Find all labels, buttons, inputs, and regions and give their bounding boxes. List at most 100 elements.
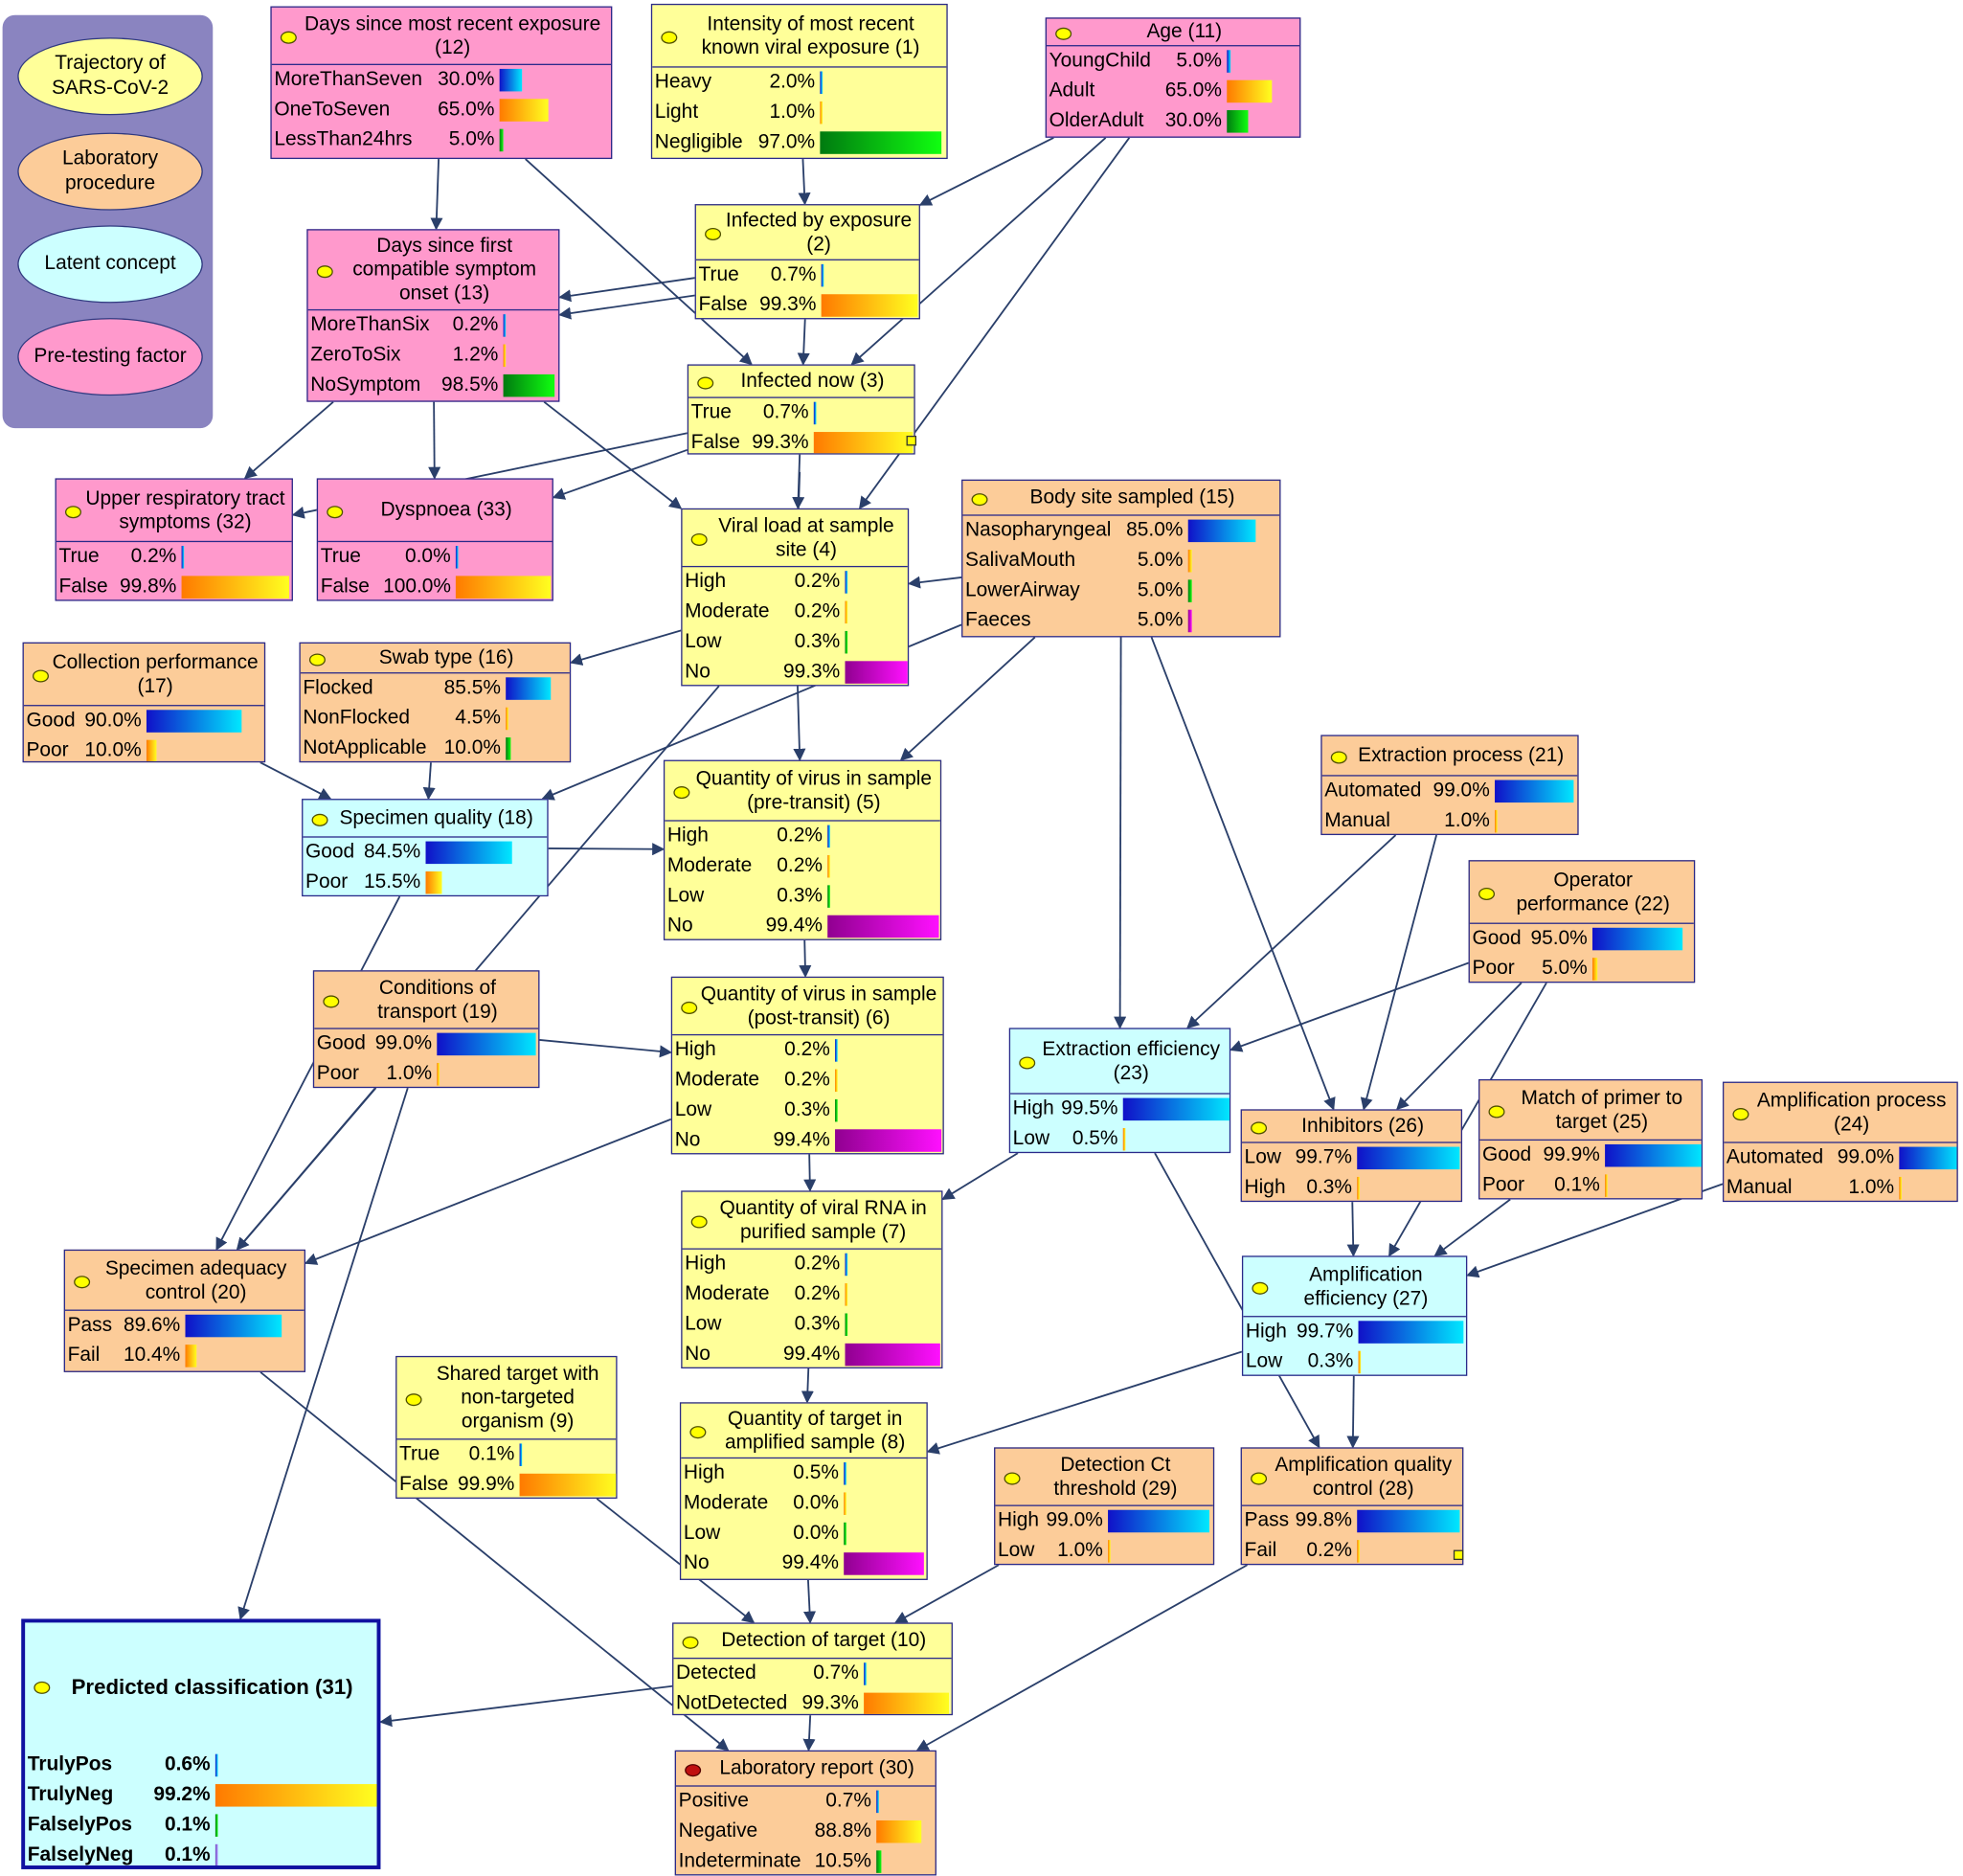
node-n5[interactable]: Quantity of virus in sample (pre-transit… bbox=[663, 759, 942, 940]
node-n6[interactable]: Quantity of virus in sample (post-transi… bbox=[670, 976, 944, 1155]
node-handle-icon bbox=[906, 435, 917, 446]
state-probability-bar bbox=[455, 546, 459, 569]
state-probability-bar bbox=[820, 71, 823, 95]
edge-n18-to-n20 bbox=[215, 895, 401, 1251]
node-state-indicator-icon bbox=[1488, 1104, 1505, 1118]
node-title-text: Days since most recent exposure (12) bbox=[304, 12, 601, 58]
node-title: Age (11) bbox=[1046, 19, 1300, 47]
node-n7[interactable]: Quantity of viral RNA in purified sample… bbox=[681, 1190, 943, 1368]
node-n9[interactable]: Shared target with non-targeted organism… bbox=[395, 1355, 618, 1499]
node-title: Detection of target (10) bbox=[673, 1624, 952, 1660]
edge-n22-to-n26 bbox=[1396, 982, 1523, 1111]
node-title-text: Amplification process (24) bbox=[1756, 1090, 1947, 1136]
state-percent: 99.4% bbox=[773, 1129, 830, 1151]
state-probability-bar bbox=[499, 128, 504, 152]
state-label: No bbox=[685, 661, 711, 683]
state-percent: 99.8% bbox=[120, 576, 177, 598]
state-label: Positive bbox=[678, 1790, 749, 1812]
edge-n23-to-n7 bbox=[941, 1152, 1019, 1201]
state-percent: 85.0% bbox=[1126, 519, 1184, 541]
edge-n11-to-n2 bbox=[918, 136, 1054, 206]
node-n13[interactable]: Days since first compatible symptom onse… bbox=[306, 229, 560, 402]
node-n12[interactable]: Days since most recent exposure (12)More… bbox=[270, 6, 613, 160]
node-title: Infected now (3) bbox=[688, 366, 914, 398]
node-n32[interactable]: Upper respiratory tract symptoms (32)Tru… bbox=[55, 478, 293, 601]
state-probability-bar bbox=[835, 1069, 838, 1093]
state-probability-bar bbox=[835, 1098, 838, 1122]
node-handle-icon bbox=[1453, 1549, 1464, 1561]
node-state-indicator-icon bbox=[661, 31, 678, 44]
legend-trajectory: Trajectory of SARS-CoV-2 bbox=[17, 37, 203, 116]
state-label: Low bbox=[685, 1313, 722, 1335]
state-percent: 0.3% bbox=[1306, 1176, 1352, 1199]
state-percent: 99.0% bbox=[1837, 1146, 1895, 1168]
state-probability-bar bbox=[503, 373, 555, 397]
state-percent: 0.2% bbox=[784, 1069, 830, 1091]
state-label: Indeterminate bbox=[678, 1850, 801, 1872]
node-state-indicator-icon bbox=[690, 532, 708, 546]
state-percent: 0.3% bbox=[777, 885, 823, 907]
state-label: LessThan24hrs bbox=[274, 128, 413, 150]
state-label: Poor bbox=[1481, 1174, 1525, 1196]
state-probability-bar bbox=[844, 1522, 846, 1546]
state-label: Automated bbox=[1726, 1146, 1824, 1168]
node-n1[interactable]: Intensity of most recent known viral exp… bbox=[650, 3, 948, 160]
state-probability-bar bbox=[1357, 1176, 1360, 1200]
state-probability-bar bbox=[499, 68, 523, 92]
state-probability-bar bbox=[1187, 579, 1192, 602]
node-title: Specimen adequacy control (20) bbox=[64, 1251, 305, 1311]
state-probability-bar bbox=[1227, 110, 1249, 133]
node-title-text: Amplification efficiency (27) bbox=[1303, 1263, 1429, 1309]
node-n8[interactable]: Quantity of target in amplified sample (… bbox=[679, 1402, 928, 1580]
node-title-text: Infected now (3) bbox=[740, 370, 885, 393]
state-probability-bar bbox=[506, 677, 552, 700]
state-label: False bbox=[399, 1473, 449, 1496]
state-probability-bar bbox=[214, 1753, 218, 1777]
state-percent: 10.5% bbox=[814, 1850, 871, 1872]
state-percent: 95.0% bbox=[1530, 927, 1588, 950]
node-title-text: Inhibitors (26) bbox=[1301, 1115, 1425, 1138]
state-label: High bbox=[683, 1462, 725, 1484]
state-label: ZeroToSix bbox=[310, 344, 401, 366]
node-title-text: Viral load at sample site (4) bbox=[718, 514, 894, 561]
edge-n6-to-n7 bbox=[803, 1154, 817, 1192]
state-probability-bar bbox=[1108, 1540, 1111, 1563]
state-label: True bbox=[399, 1443, 440, 1465]
node-n24[interactable]: Amplification process (24) Automated 99.0%… bbox=[1722, 1081, 1958, 1203]
state-percent: 30.0% bbox=[1164, 110, 1223, 132]
state-probability-bar bbox=[455, 576, 552, 599]
